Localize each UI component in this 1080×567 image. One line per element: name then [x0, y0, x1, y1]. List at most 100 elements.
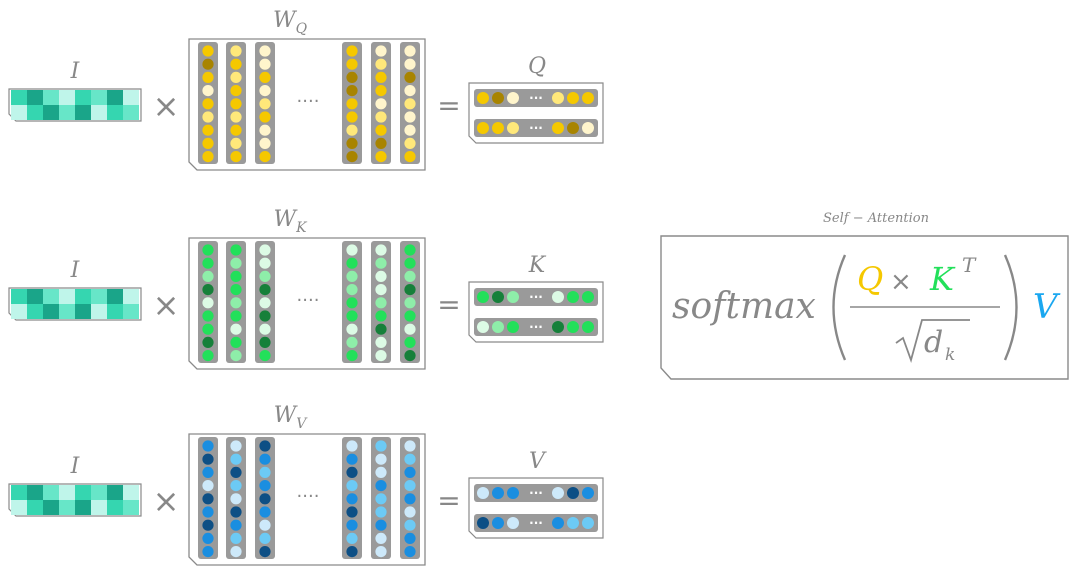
- weight-dot: [404, 297, 416, 309]
- input-tile: [123, 289, 139, 304]
- weight-dot: [259, 310, 271, 322]
- weight-dot: [202, 45, 214, 57]
- projection-rows: I×WQ····=Q······I×WK····=K······I×WV····…: [8, 8, 604, 566]
- weight-dot: [375, 85, 387, 97]
- weight-dot: [202, 323, 214, 335]
- weight-dot: [259, 58, 271, 70]
- weight-dot: [202, 440, 214, 452]
- weight-ellipsis: ····: [297, 290, 320, 311]
- weight-dot: [346, 466, 358, 478]
- input-tile: [107, 90, 123, 105]
- weight-dot: [375, 480, 387, 492]
- input-tile: [75, 500, 91, 515]
- weight-dot: [375, 244, 387, 256]
- weight-dot: [202, 244, 214, 256]
- multiply-sign: ×: [153, 87, 180, 125]
- weight-dot: [346, 257, 358, 269]
- weight-dot: [375, 466, 387, 478]
- input-tile: [91, 105, 107, 120]
- output-label: K: [528, 253, 547, 278]
- input-tile: [59, 500, 75, 515]
- weight-dot: [202, 284, 214, 296]
- input-tile: [59, 90, 75, 105]
- input-tile: [27, 485, 43, 500]
- row-q: I×WQ····=Q······: [8, 8, 604, 171]
- weight-dot: [404, 440, 416, 452]
- output-vector-bar: [474, 484, 598, 502]
- input-tile: [123, 90, 139, 105]
- weight-dot: [230, 532, 242, 545]
- weight-dot: [259, 532, 271, 545]
- weight-dot: [375, 71, 387, 83]
- weight-dot: [346, 284, 358, 296]
- input-label: I: [70, 454, 81, 479]
- weight-dot: [346, 480, 358, 492]
- output-dot: [507, 321, 519, 333]
- output-dot: [507, 291, 519, 303]
- weight-matrix-frame: [188, 38, 426, 171]
- output-label: Q: [528, 54, 546, 79]
- weight-dot: [375, 257, 387, 269]
- output-dot: [492, 291, 504, 303]
- weight-dot: [404, 466, 416, 478]
- output-dot: [477, 92, 489, 104]
- output-vector-bar: [474, 318, 598, 336]
- input-tile: [91, 304, 107, 319]
- weight-dot: [346, 310, 358, 322]
- weight-dot: [259, 124, 271, 136]
- weight-dot: [375, 58, 387, 70]
- input-tile: [123, 304, 139, 319]
- weight-dot: [259, 71, 271, 83]
- output-dot: [582, 291, 594, 303]
- weight-dot: [230, 244, 242, 256]
- input-tile: [107, 289, 123, 304]
- weight-dot: [404, 85, 416, 97]
- weight-dot: [404, 45, 416, 57]
- weight-dot: [259, 323, 271, 335]
- output-dot: [477, 487, 489, 499]
- weight-dot: [375, 440, 387, 452]
- weight-dot: [230, 350, 242, 362]
- weight-dot: [202, 506, 214, 518]
- right-parenthesis: [1003, 254, 1018, 361]
- weight-dot: [346, 71, 358, 83]
- weight-dot: [230, 85, 242, 97]
- weight-dot: [346, 45, 358, 57]
- weight-dot: [346, 124, 358, 136]
- weight-dot: [230, 111, 242, 123]
- weight-dot: [346, 297, 358, 309]
- weight-dot: [202, 336, 214, 348]
- weight-dot: [346, 244, 358, 256]
- output-vector-bar: [474, 89, 598, 107]
- weight-matrix-frame: [188, 433, 426, 566]
- weight-dot: [259, 111, 271, 123]
- weight-dot: [375, 98, 387, 110]
- weight-dot: [202, 466, 214, 478]
- output-dot: [567, 92, 579, 104]
- input-tile: [43, 90, 59, 105]
- weight-dot: [375, 124, 387, 136]
- multiply-sign: ×: [153, 286, 180, 324]
- weight-dot: [259, 297, 271, 309]
- weight-dot: [346, 151, 358, 163]
- weight-dot: [202, 453, 214, 465]
- weight-dot: [259, 284, 271, 296]
- input-tile: [59, 289, 75, 304]
- weight-dot: [230, 519, 242, 531]
- weight-dot: [259, 137, 271, 149]
- output-dot: [582, 487, 594, 499]
- output-dot: [582, 122, 594, 134]
- weight-dot: [230, 257, 242, 269]
- weight-dot: [404, 151, 416, 163]
- input-tile: [11, 105, 27, 120]
- weight-dot: [259, 453, 271, 465]
- weight-dot: [346, 85, 358, 97]
- weight-dot: [375, 350, 387, 362]
- weight-dot: [375, 519, 387, 531]
- weight-dot: [404, 58, 416, 70]
- numerator-times: ×: [890, 267, 912, 297]
- input-tile: [11, 485, 27, 500]
- input-tile: [11, 500, 27, 515]
- output-dot: [507, 122, 519, 134]
- weight-dot: [346, 323, 358, 335]
